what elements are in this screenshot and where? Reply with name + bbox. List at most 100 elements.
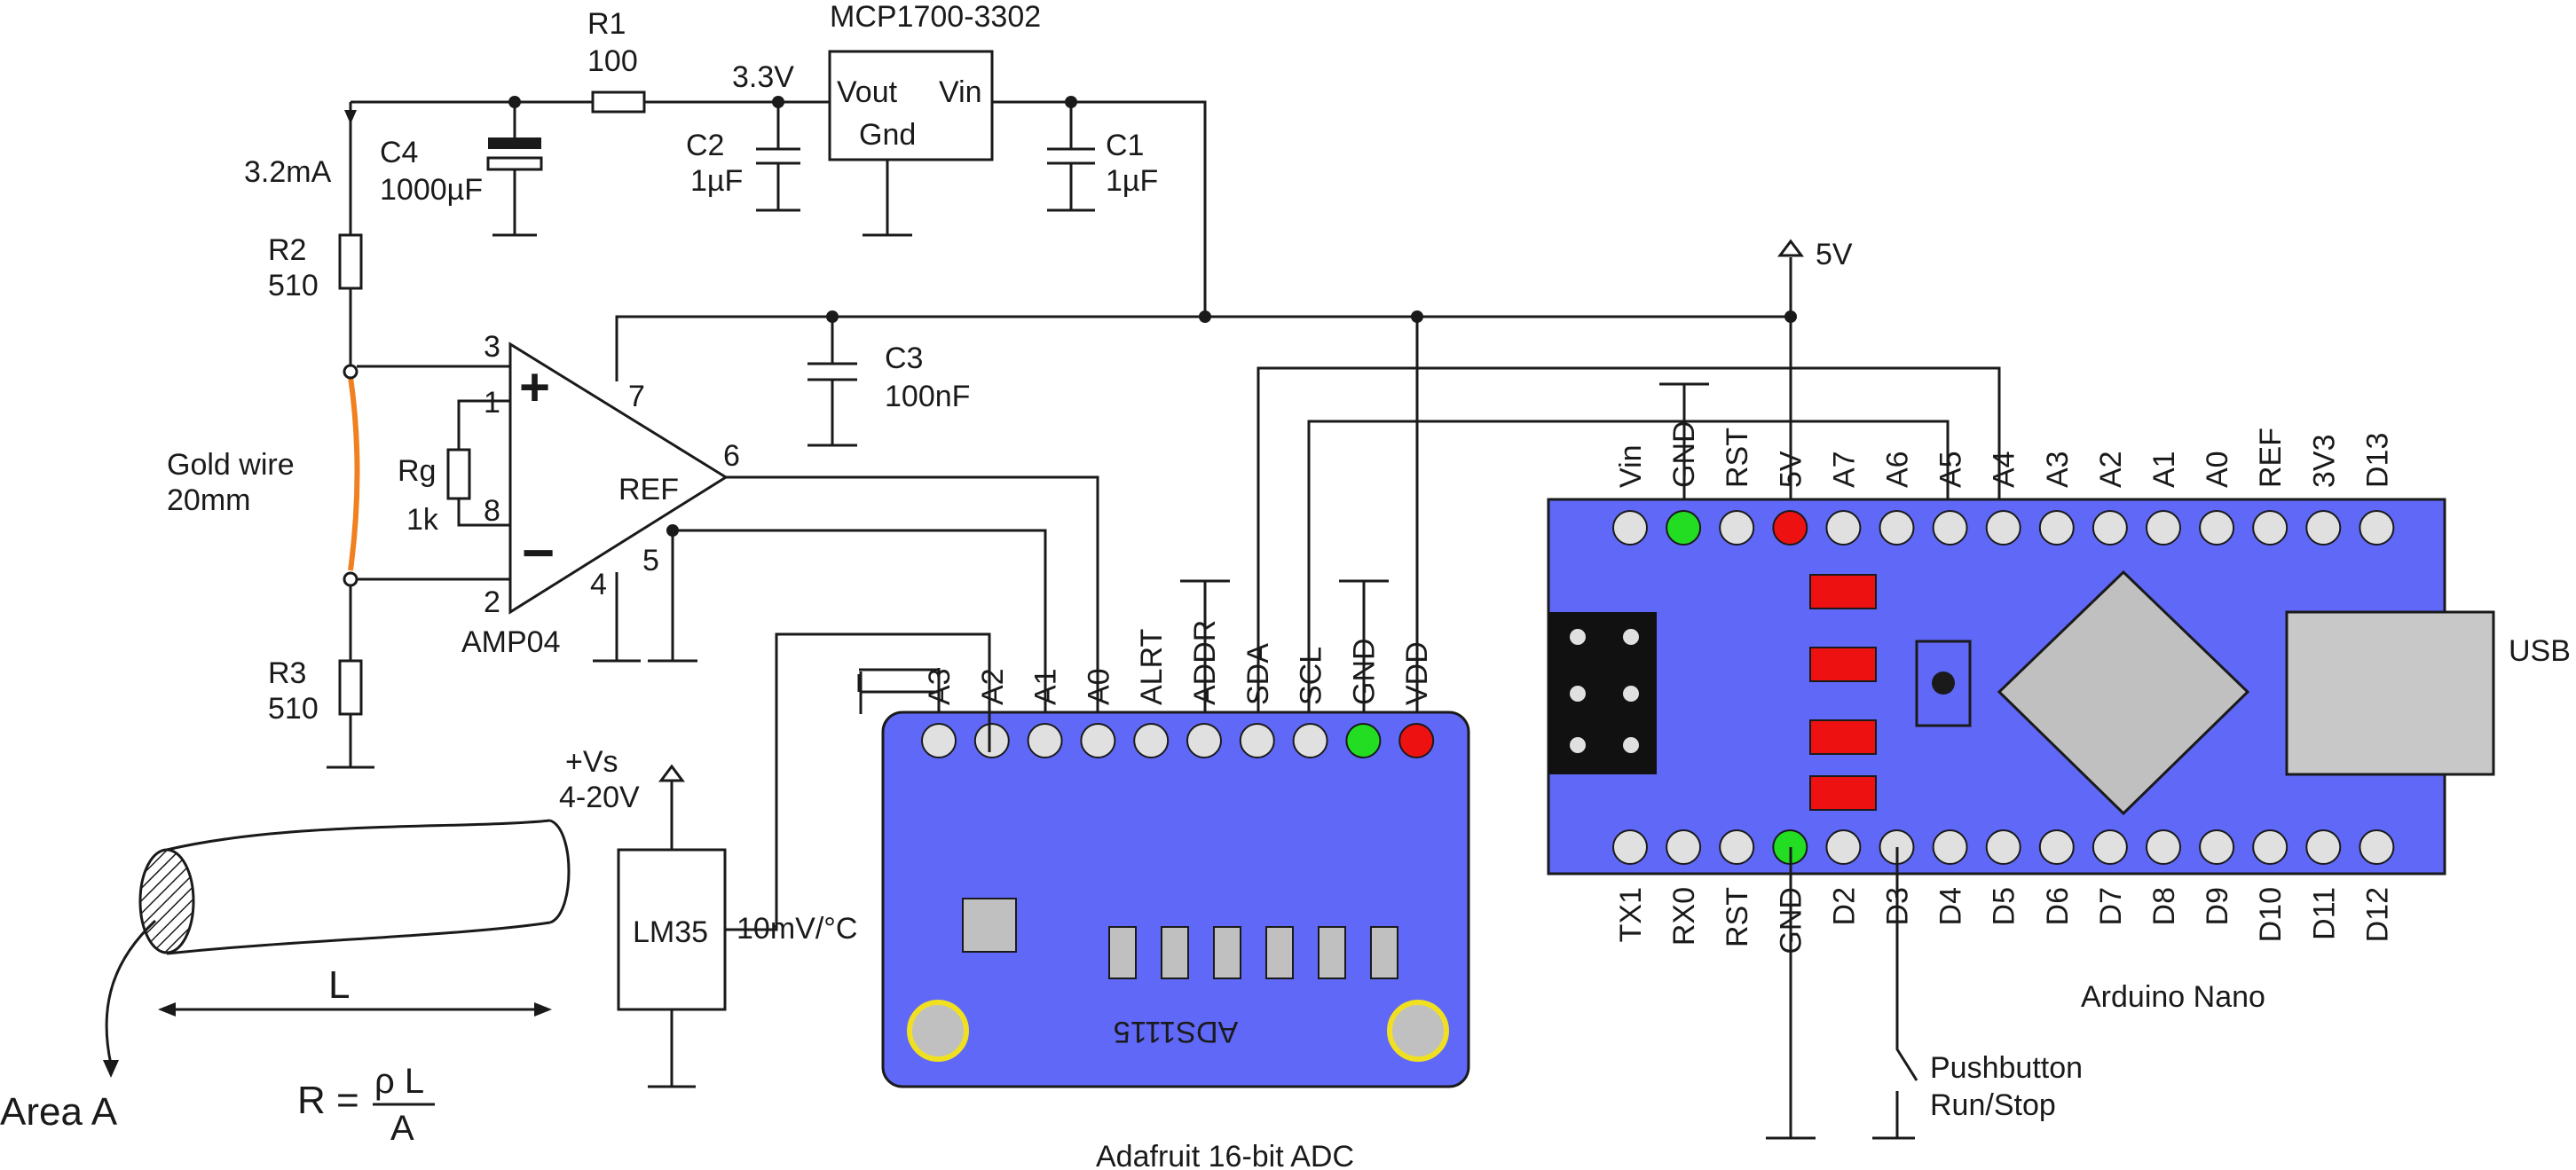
amp-pin-8: 8 [484,494,500,528]
usb-connector [2285,610,2495,776]
r1-resistor [591,90,646,114]
nano-pin-rst [1719,829,1755,865]
regulator-gnd-label: Gnd [859,118,916,152]
r1-value: 100 [587,44,638,78]
chip-pad [1265,926,1294,979]
adc-caption: Adafruit 16-bit ADC [1096,1140,1354,1170]
formula-numerator: ρ L [374,1062,424,1101]
nano-pin-label: D6 [2041,887,2075,925]
c3-value: 100nF [885,380,970,413]
wire-sketch-end [549,819,571,924]
vs-label-2: 4-20V [559,781,640,814]
nano-pin-a0 [2199,510,2235,546]
nano-pin-d4 [1932,829,1968,865]
nano-pin-a2 [2092,510,2128,546]
amp-ref-wire [648,529,1047,752]
length-label: L [328,963,350,1007]
adc-mounting-hole-left [907,1000,969,1062]
pushbutton-label-2: Run/Stop [1930,1088,2056,1122]
chip-pad [1370,926,1398,979]
nano-pin-d2 [1825,829,1862,865]
lm35-body [617,848,727,1011]
adc-pin-a1 [1027,723,1063,758]
nano-pin-d13 [2359,510,2395,546]
amp-triangle [508,342,729,615]
c1-capacitor [1047,102,1095,212]
adc-pin-scl [1292,723,1328,758]
regulator-ground-symbol [863,160,912,237]
regulator-body [828,50,994,161]
amp-input-wires [357,365,510,581]
c1-value: 1µF [1106,164,1158,198]
nano-pin-label: A7 [1827,451,1861,488]
reset-button-dot [1932,671,1955,695]
lm35-scale-label: 10mV/°C [737,912,857,946]
r2-value: 510 [268,269,319,302]
nano-pin-label: RST [1721,887,1754,947]
nano-pin-a7 [1825,510,1862,546]
nano-pin-label: D12 [2360,887,2394,942]
nano-pin-a4 [1985,510,2021,546]
area-pointer-line [105,919,157,1065]
status-leds [1809,574,1877,811]
adc-pin-gnd [1345,723,1382,758]
r1-name: R1 [587,7,626,41]
instrumentation-amplifier: + − REF AMP04 3 1 8 2 7 6 4 5 Rg 1k C3 1… [398,310,1797,752]
sense-section: 3.2mA R2 510 R3 510 Gold wire 20mm [167,102,510,769]
current-label: 3.2mA [244,155,332,189]
regulator-vin-label: Vin [939,75,982,109]
adc-header-pins [921,723,1435,758]
wire-sketch-outline [166,819,551,955]
current-arrow-icon [344,110,357,124]
adc-pin-sda [1239,723,1275,758]
nano-pin-label: D5 [1988,887,2021,925]
nano-pin-d11 [2305,829,2342,865]
amp-output-wire [726,475,1099,752]
adc-pin-label: SDA [1241,643,1275,705]
lm35-output-wire [725,632,991,931]
icsp-header [1548,612,1657,774]
wire-cross-section [138,848,195,954]
r3-name: R3 [268,656,306,690]
chip-pad [1108,926,1137,979]
nano-pin-d7 [2092,829,2128,865]
adc-pin-a0 [1080,723,1116,758]
r2-name: R2 [268,233,306,267]
microcontroller-chip [1997,569,2250,816]
nano-pin-label: 5V [1774,451,1808,488]
r2-resistor [338,233,363,290]
c1-name: C1 [1106,129,1144,162]
nano-pin-rx0 [1666,829,1702,865]
rg-wires [457,399,510,527]
chip-pad [1318,926,1346,979]
left-column-wire [327,102,374,769]
nano-pin-5v [1772,510,1808,546]
junction-ref [666,524,679,537]
nano-pin-a6 [1879,510,1915,546]
adc-pin-label: A2 [976,668,1010,705]
nano-pin-label: TX1 [1614,887,1648,942]
vs-arrow-icon [658,764,685,782]
nano-pin-d9 [2199,829,2235,865]
rail-5v-label: 5V [1816,238,1853,271]
wire-sketch: Area A L R = ρ L A [0,819,571,1148]
terminal-top [343,364,358,380]
nano-pin-label: REF [2254,428,2288,488]
lm35-label: LM35 [633,915,708,949]
amp-pin-6: 6 [723,439,740,473]
nano-pin-ref [2252,510,2288,546]
c4-plate-negative [486,156,543,171]
nano-pin-label: A1 [2147,451,2181,488]
nano-pin-label: GND [1667,420,1701,488]
nano-pin-label: D9 [2201,887,2234,925]
nano-pin-label: RX0 [1667,887,1701,946]
formula-denominator: A [390,1109,414,1148]
terminal-bottom [343,571,358,587]
nano-pin-label: D10 [2254,887,2288,942]
nano-pin-label: A2 [2094,451,2128,488]
nano-pin-d8 [2146,829,2181,865]
adc-pin-label: ALRT [1135,629,1169,705]
amp-pin4-ground [593,572,641,663]
amp-ref-label: REF [618,473,679,506]
